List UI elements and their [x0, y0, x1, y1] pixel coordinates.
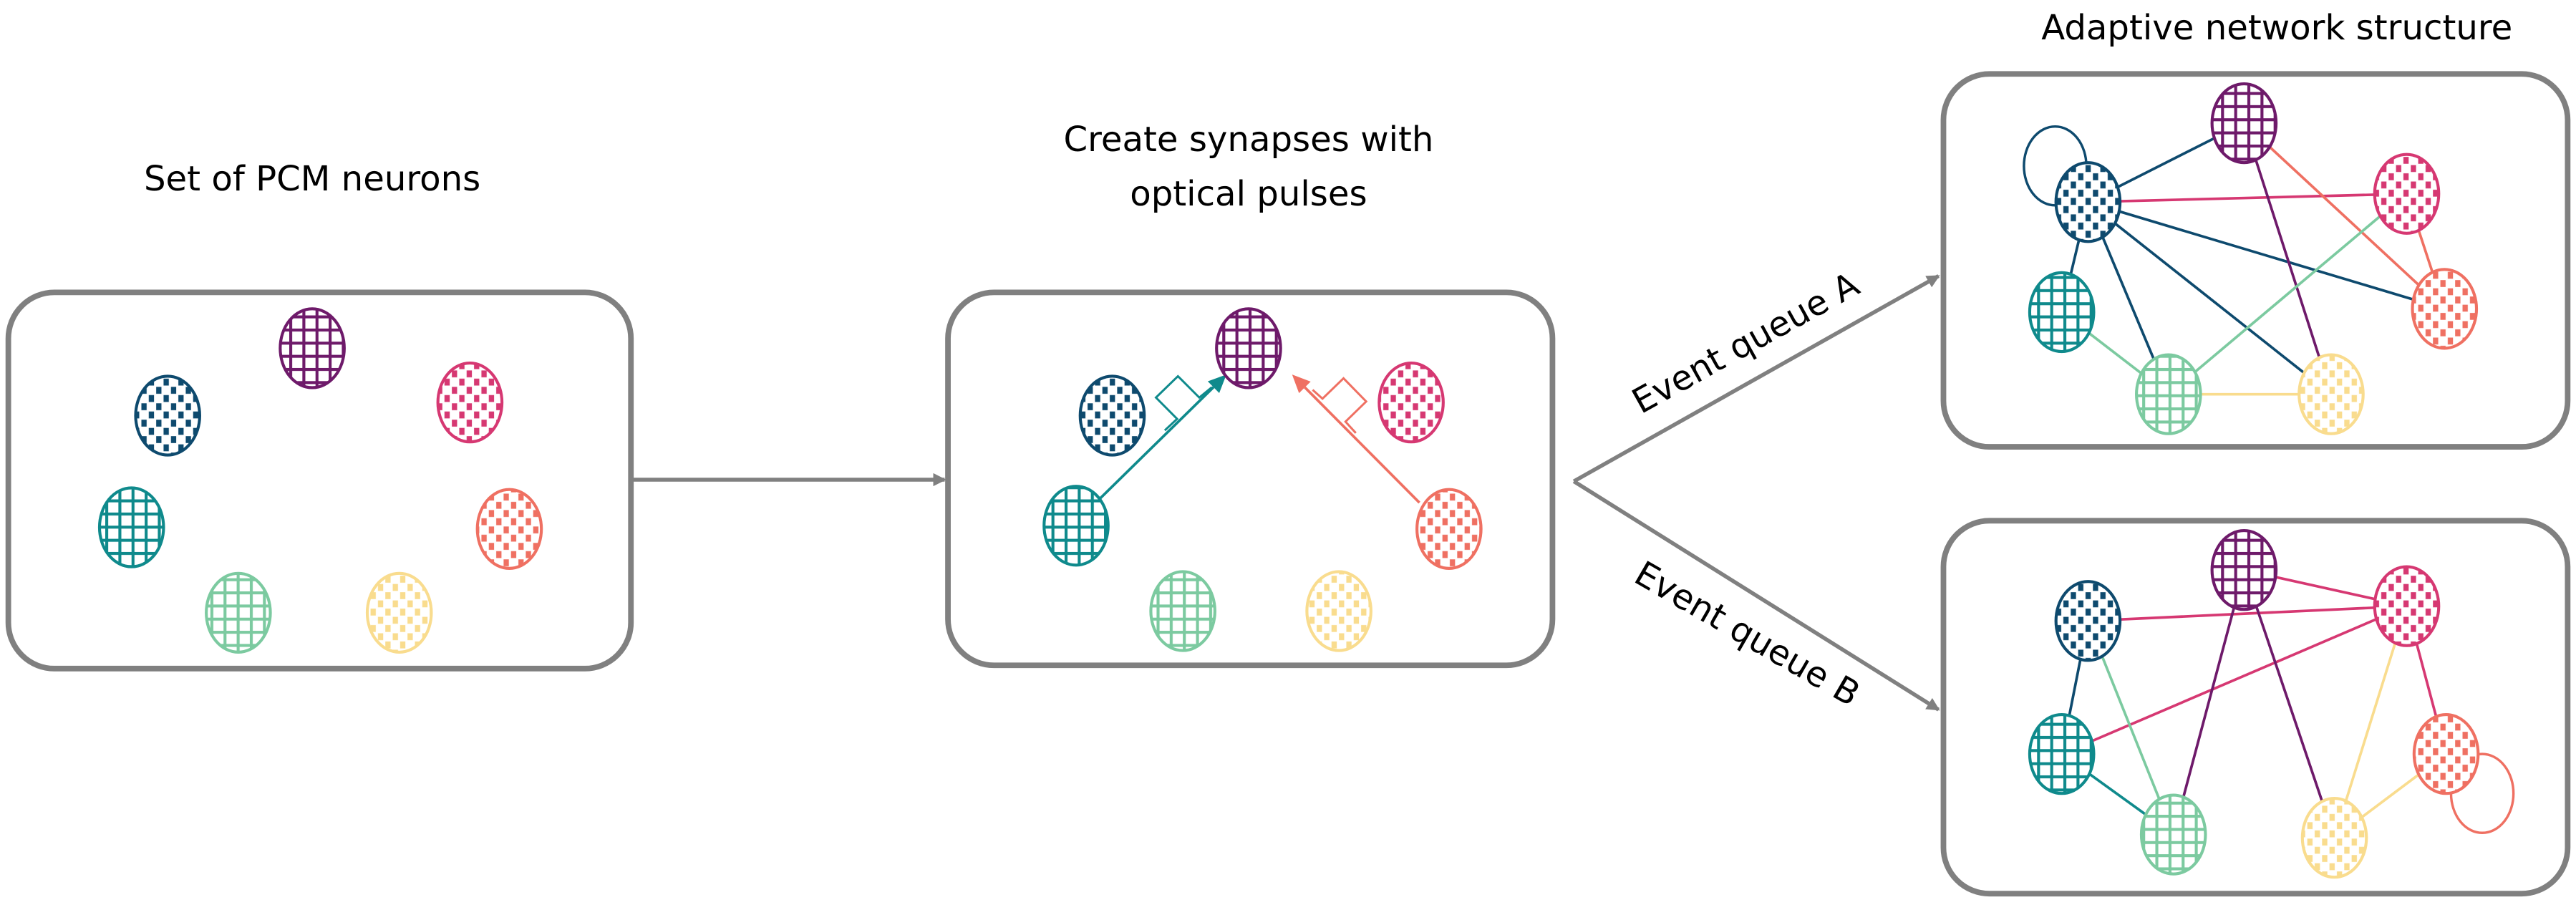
synapse-arrow-teal-purple — [1098, 386, 1215, 500]
title-adaptive-network: Adaptive network structure — [2041, 8, 2512, 48]
neuron-navy-syn — [1078, 374, 1146, 457]
synapse-arrowhead-coral — [1292, 374, 1311, 394]
edge-navy-pink-b — [2088, 604, 2407, 623]
neuron-green-a — [2135, 353, 2202, 435]
neuron-coral-a — [2411, 268, 2479, 350]
edge-navy-coral-a — [2087, 200, 2445, 311]
edge-pink-yellow-b — [2333, 606, 2408, 838]
neuron-pink-syn — [1377, 362, 1445, 444]
edge-purple-coral-a — [2243, 122, 2446, 310]
neuron-yellow-a — [2297, 353, 2365, 435]
neuron-green-set — [205, 571, 272, 654]
edge-navy-yellow-a — [2087, 200, 2333, 396]
neuron-navy-a — [2054, 161, 2122, 243]
neuron-green-syn — [1149, 570, 1216, 652]
neuron-teal-b — [2028, 713, 2096, 795]
synapse-arrow-coral-purple — [1304, 386, 1420, 504]
neuron-purple-syn — [1215, 307, 1282, 389]
neuron-navy-b — [2054, 580, 2122, 662]
event-queue-b-label: Event queue B — [1628, 553, 1866, 715]
neuron-teal-syn — [1042, 485, 1110, 567]
synapse-layer — [1154, 374, 1368, 434]
title-create-synapses-line1: Create synapses with — [1063, 120, 1433, 160]
edge-pink-teal-b — [2061, 604, 2408, 755]
flow-arrow-event-b — [1572, 479, 1940, 712]
edge-navy-pink-a — [2088, 192, 2407, 204]
neuron-navy-set — [134, 374, 202, 457]
synapse-arrowhead-teal — [1207, 374, 1226, 393]
neuron-yellow-b — [2300, 797, 2368, 879]
edge-purple-green-b — [2171, 569, 2246, 836]
neuron-green-b — [2139, 793, 2207, 876]
optical-pulse-teal-icon — [1154, 374, 1213, 432]
optical-pulse-coral-icon — [1312, 377, 1368, 434]
neuron-yellow-syn — [1305, 570, 1372, 652]
title-set-of-neurons: Set of PCM neurons — [144, 159, 480, 199]
neuron-pink-b — [2373, 565, 2441, 647]
neuron-coral-set — [475, 488, 543, 570]
neuron-coral-b — [2412, 713, 2480, 795]
neurons-layer — [97, 82, 2480, 879]
edge-purple-yellow-b — [2242, 569, 2336, 838]
flow-arrow-event-a — [1572, 274, 1940, 483]
neuron-purple-a — [2210, 82, 2278, 165]
neuron-pink-a — [2373, 152, 2441, 235]
neuron-teal-set — [97, 486, 165, 568]
neuron-purple-set — [279, 307, 346, 389]
neuron-coral-syn — [1415, 488, 1483, 570]
neuron-teal-a — [2028, 271, 2096, 354]
edge-pink-green-a — [2167, 193, 2408, 396]
title-create-synapses-line2: optical pulses — [1130, 174, 1367, 214]
neuron-pink-set — [436, 362, 504, 444]
event-queue-a-label: Event queue A — [1626, 264, 1866, 422]
neuron-purple-b — [2210, 529, 2278, 611]
edge-purple-yellow-a — [2242, 122, 2333, 395]
neuron-yellow-set — [365, 571, 433, 654]
